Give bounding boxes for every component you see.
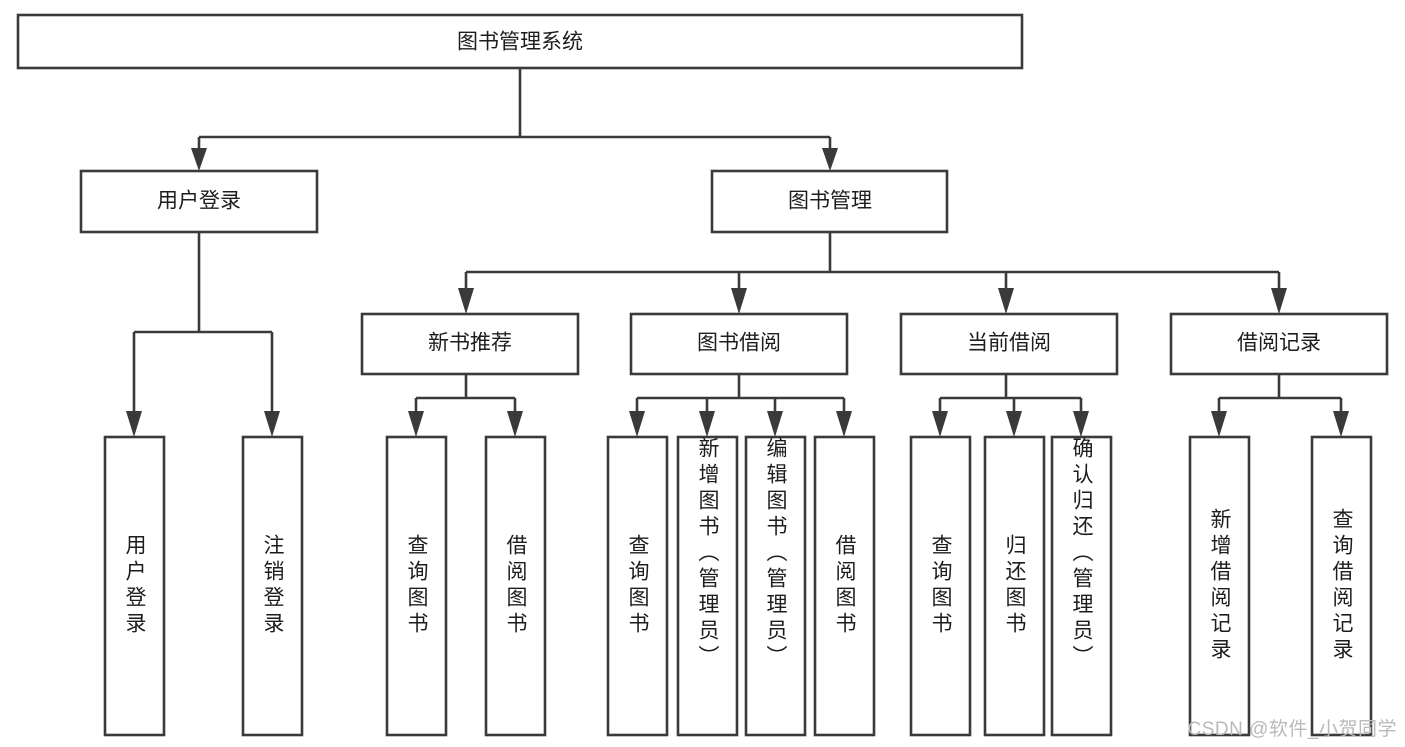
arrow-head-nbr-query-book: [408, 411, 424, 437]
arrow-head-br-query-record: [1333, 411, 1349, 437]
node-book-management-label: 图书管理: [788, 190, 872, 213]
arrow-head-leaf-user-logout: [264, 411, 280, 437]
arrow-head-book-borrow: [731, 288, 747, 314]
node-book-borrow-box[interactable]: [629, 312, 849, 376]
node-cb-return-book-box[interactable]: [983, 435, 1046, 737]
node-book-management-box[interactable]: [710, 169, 949, 234]
node-br-query-record-box[interactable]: [1310, 435, 1373, 737]
node-layer: 图书管理系统 用户登录 图书管理 新书推荐 图书借阅 当前借阅 借阅记录: [16, 13, 1389, 737]
arrow-head-leaf-user-login: [126, 411, 142, 437]
node-cb-confirm-return-box[interactable]: [1050, 435, 1113, 737]
node-bb-borrow-book-box[interactable]: [813, 435, 876, 737]
node-bb-add-book-box[interactable]: [676, 435, 739, 737]
arrow-head-cb-query-book: [932, 411, 948, 437]
arrow-head-current-borrow: [998, 288, 1014, 314]
node-bb-query-book-box[interactable]: [606, 435, 669, 737]
arrow-head-book-management: [822, 148, 838, 171]
node-br-add-record-box[interactable]: [1188, 435, 1251, 737]
arrow-head-bb-add-book: [699, 411, 715, 437]
node-bb-edit-book-box[interactable]: [744, 435, 807, 737]
arrow-head-br-add-record: [1211, 411, 1227, 437]
arrow-head-new-book-recommend: [458, 288, 474, 314]
node-new-book-recommend-box[interactable]: [360, 312, 580, 376]
arrow-head-cb-confirm-return: [1073, 411, 1089, 437]
node-nbr-borrow-book-box[interactable]: [484, 435, 547, 737]
node-root-label: 图书管理系统: [457, 31, 583, 54]
node-current-borrow-label: 当前借阅: [967, 332, 1051, 355]
node-current-borrow-box[interactable]: [899, 312, 1119, 376]
arrow-head-bb-query-book: [629, 411, 645, 437]
node-new-book-recommend-label: 新书推荐: [428, 332, 512, 355]
node-root-box[interactable]: [16, 13, 1024, 70]
arrow-head-user-login: [191, 148, 207, 171]
node-borrow-record-label: 借阅记录: [1237, 332, 1321, 355]
connector-layer: [126, 68, 1349, 437]
node-nbr-query-book-box[interactable]: [385, 435, 448, 737]
arrow-head-nbr-borrow-book: [507, 411, 523, 437]
node-borrow-record-box[interactable]: [1169, 312, 1389, 376]
arrow-head-borrow-record: [1271, 288, 1287, 314]
arrow-head-cb-return-book: [1006, 411, 1022, 437]
node-cb-query-book-box[interactable]: [909, 435, 972, 737]
arrow-head-bb-edit-book: [767, 411, 783, 437]
node-leaf-user-login-box[interactable]: [103, 435, 166, 737]
node-user-login-label: 用户登录: [157, 190, 241, 213]
node-leaf-user-logout-box[interactable]: [241, 435, 304, 737]
watermark-text: CSDN @软件_小贺同学: [1187, 719, 1397, 740]
arrow-head-bb-borrow-book: [836, 411, 852, 437]
node-user-login-box[interactable]: [79, 169, 319, 234]
node-book-borrow-label: 图书借阅: [697, 332, 781, 355]
